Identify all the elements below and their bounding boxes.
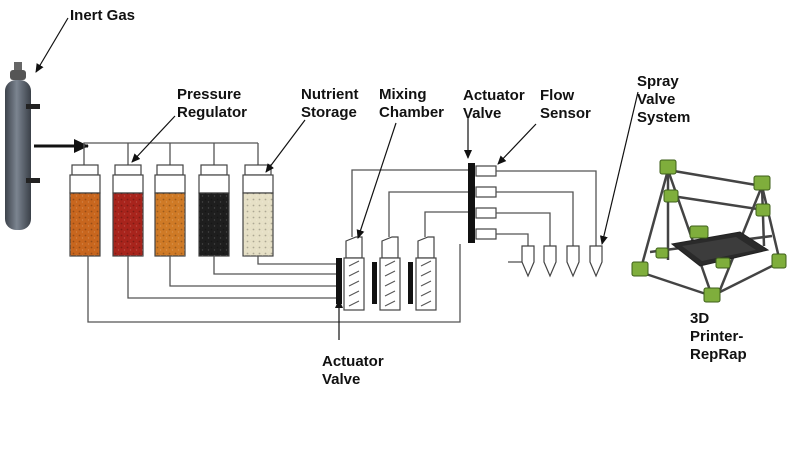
label-inert-gas: Inert Gas: [70, 7, 136, 24]
canister-2: [112, 164, 144, 257]
flow-sensor-ports: [475, 165, 497, 240]
label-nutrient-storage-line-1: Nutrient: [301, 86, 359, 103]
label-pressure-regulator-line-1: Pressure: [177, 86, 242, 103]
actuator-valve-bottom-bar: [336, 258, 342, 304]
label-actuator-valve-top: Actuator Valve: [463, 87, 525, 123]
label-3d-printer-line-1: 3D: [690, 310, 710, 327]
mixing-chamber-icon: [343, 236, 365, 311]
label-mixing-chamber-line-1: Mixing: [379, 86, 427, 103]
label-spray-valve-system-line-1: Spray: [637, 73, 679, 90]
mixing-chamber-2: [372, 236, 401, 311]
label-pressure-regulator: Pressure Regulator: [177, 86, 247, 122]
canister-3: [154, 164, 186, 257]
label-spray-valve-system-line-2: Valve: [637, 91, 676, 108]
spray-nozzle-icon: [521, 245, 603, 278]
label-actuator-valve-top-line-2: Valve: [463, 105, 502, 122]
chamber-to-valve-lines: [351, 169, 468, 237]
label-3d-printer-line-3: RepRap: [690, 346, 747, 363]
label-mixing-chamber-line-2: Chamber: [379, 104, 445, 121]
label-actuator-valve-top-line-1: Actuator: [463, 87, 525, 104]
canister-5: [242, 164, 274, 257]
label-flow-sensor-line-1: Flow: [540, 87, 575, 104]
gas-manifold: [83, 142, 259, 165]
gas-cylinder-icon: [5, 62, 40, 230]
label-actuator-valve-bottom-line-1: Actuator: [322, 353, 384, 370]
label-actuator-valve-bottom-line-2: Valve: [322, 371, 361, 388]
label-nutrient-storage-line-2: Storage: [301, 104, 357, 121]
mixing-chamber-3: [408, 236, 437, 311]
3d-printer-icon: [631, 159, 787, 303]
label-spray-valve-system-line-3: System: [637, 109, 691, 126]
label-flow-sensor-line-2: Sensor: [540, 105, 591, 122]
label-pointers: [35, 17, 639, 340]
label-actuator-valve-bottom: Actuator Valve: [322, 353, 384, 389]
canister-1: [69, 164, 101, 257]
canister-4: [198, 164, 230, 257]
label-flow-sensor: Flow Sensor: [540, 87, 591, 123]
label-nutrient-storage: Nutrient Storage: [301, 86, 359, 122]
label-spray-valve-system: Spray Valve System: [637, 73, 690, 127]
label-mixing-chamber: Mixing Chamber: [379, 86, 444, 122]
actuator-valve-top-bar: [468, 163, 475, 243]
label-3d-printer-line-2: Printer-: [690, 328, 744, 345]
label-3d-printer: 3D Printer- RepRap: [690, 310, 747, 364]
canister-outlet-lines: [87, 244, 461, 323]
spray-lines: [496, 170, 597, 263]
label-pressure-regulator-line-2: Regulator: [177, 104, 248, 121]
